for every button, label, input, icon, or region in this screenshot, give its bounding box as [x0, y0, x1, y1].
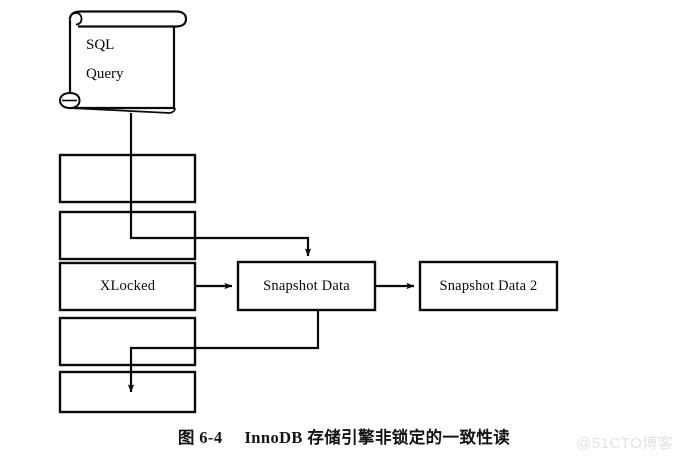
sql-query-document-shape	[58, 10, 188, 114]
figure-caption-text: InnoDB 存储引擎非锁定的一致性读	[244, 428, 511, 447]
left-box-row-1	[58, 153, 197, 204]
left-box-row-3	[58, 261, 197, 312]
watermark: @51CTO博客	[576, 435, 674, 452]
sql-query-line1: SQL	[86, 37, 115, 53]
left-box-row-2	[58, 210, 197, 261]
snapshot-data-box	[236, 260, 377, 312]
left-box-row-4	[58, 316, 197, 367]
edge-snapshot-data-to-row-5	[127, 310, 320, 393]
edge-sql-query-to-snapshot-data	[129, 113, 312, 257]
sql-query-line2: Query	[86, 66, 124, 82]
figure-caption: 图 6-4 InnoDB 存储引擎非锁定的一致性读	[0, 424, 688, 448]
snapshot-data-2-box	[418, 260, 559, 312]
figure-caption-number: 图 6-4	[177, 428, 223, 447]
left-box-row-5	[58, 370, 197, 414]
